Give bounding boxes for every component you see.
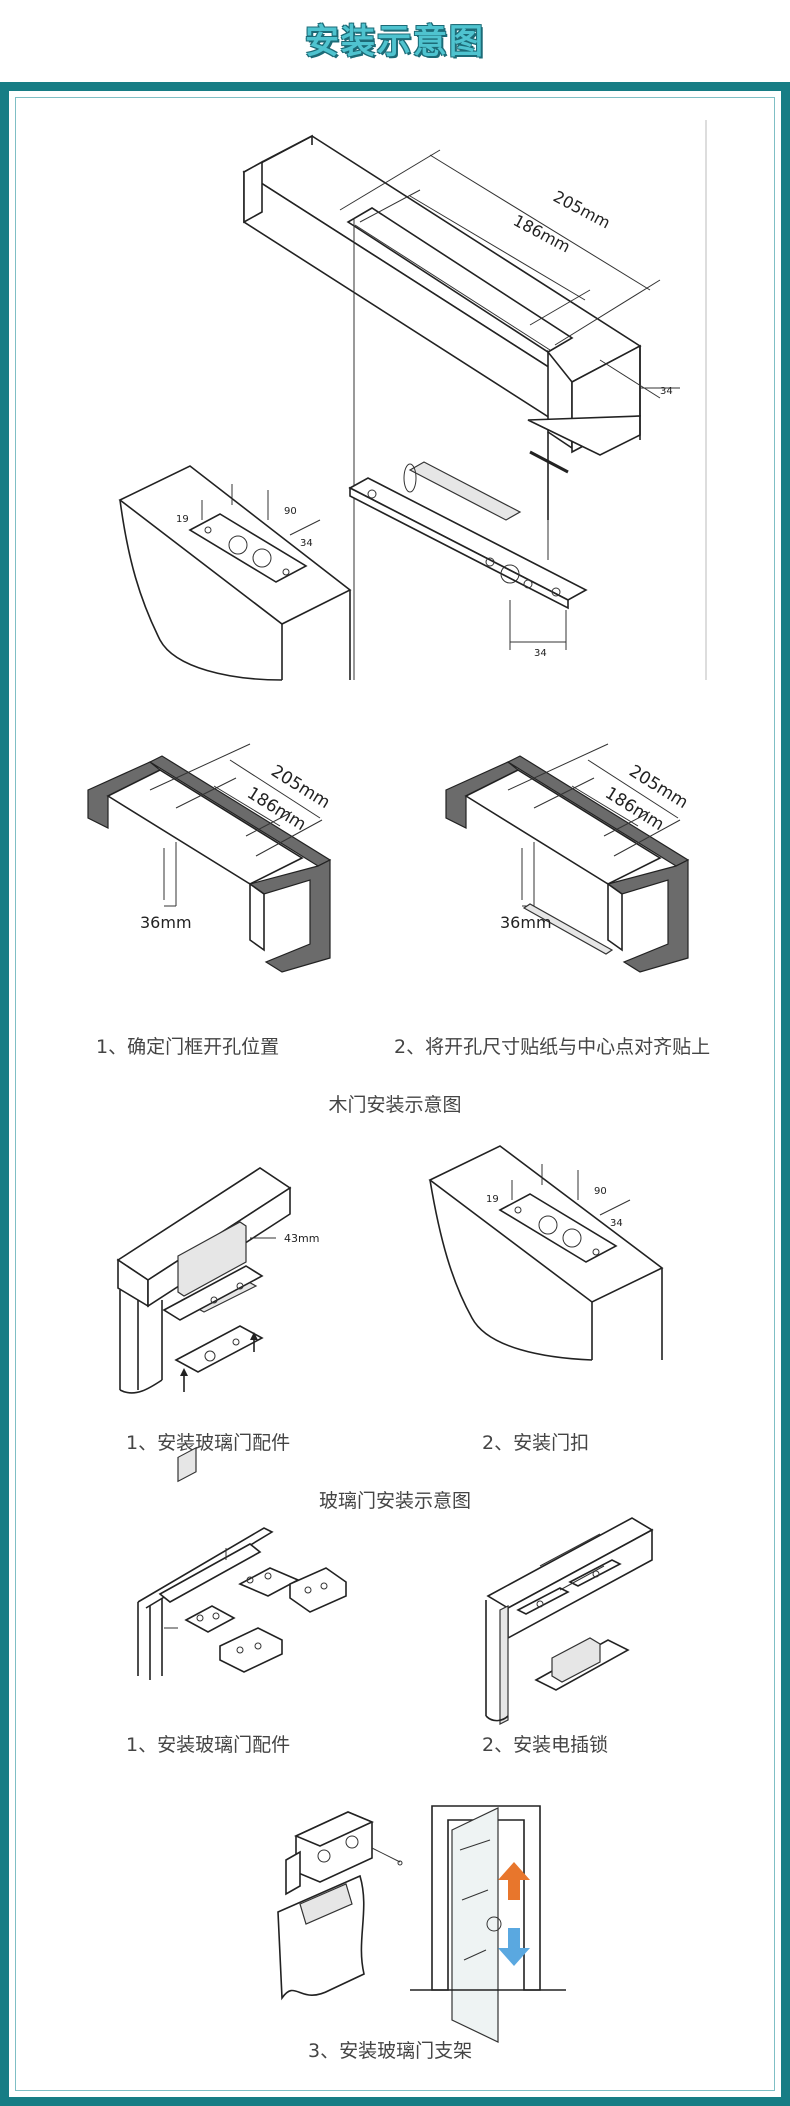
door-frame-header xyxy=(242,120,707,680)
wood-section-title: 木门安装示意图 xyxy=(328,1094,462,1116)
glass-step1-caption: 1、安装玻璃门配件 xyxy=(126,1734,291,1756)
page-title: 安装示意图 xyxy=(305,22,485,62)
dim-34-plate: 34 xyxy=(534,648,547,659)
door-leaf-top xyxy=(118,465,352,681)
title-bar: 安装示意图 xyxy=(0,0,790,82)
glass-section-title: 玻璃门安装示意图 xyxy=(318,1490,471,1512)
wood-step1-dim-43: 43mm xyxy=(284,1232,319,1245)
wood-step2-caption: 2、安装门扣 xyxy=(482,1432,590,1454)
door-dim-90: 90 xyxy=(284,506,297,517)
wood-step2-dim-90: 90 xyxy=(594,1186,607,1197)
step1-dim-36: 36mm xyxy=(140,913,192,932)
frame-inner-border xyxy=(15,97,775,2091)
glass-step3-caption: 3、安装玻璃门支架 xyxy=(308,2040,473,2062)
frame-step1-caption: 1、确定门框开孔位置 xyxy=(96,1036,280,1058)
wood-step1-caption: 1、安装玻璃门配件 xyxy=(126,1432,291,1454)
wood-step2-dim-19: 19 xyxy=(486,1194,499,1205)
wood-step2-dim-34: 34 xyxy=(610,1218,623,1229)
dimension-lines-top xyxy=(339,149,680,680)
strike-plate-top xyxy=(348,461,588,650)
dim-34-frame: 34 xyxy=(660,386,673,397)
glass-step2-caption: 2、安装电插锁 xyxy=(482,1734,609,1756)
content-frame xyxy=(0,82,790,2106)
door-dim-19: 19 xyxy=(176,514,189,525)
step2-dim-36: 36mm xyxy=(500,913,552,932)
frame-step2-caption: 2、将开孔尺寸贴纸与中心点对齐贴上 xyxy=(394,1036,711,1058)
door-dim-34: 34 xyxy=(300,538,313,549)
